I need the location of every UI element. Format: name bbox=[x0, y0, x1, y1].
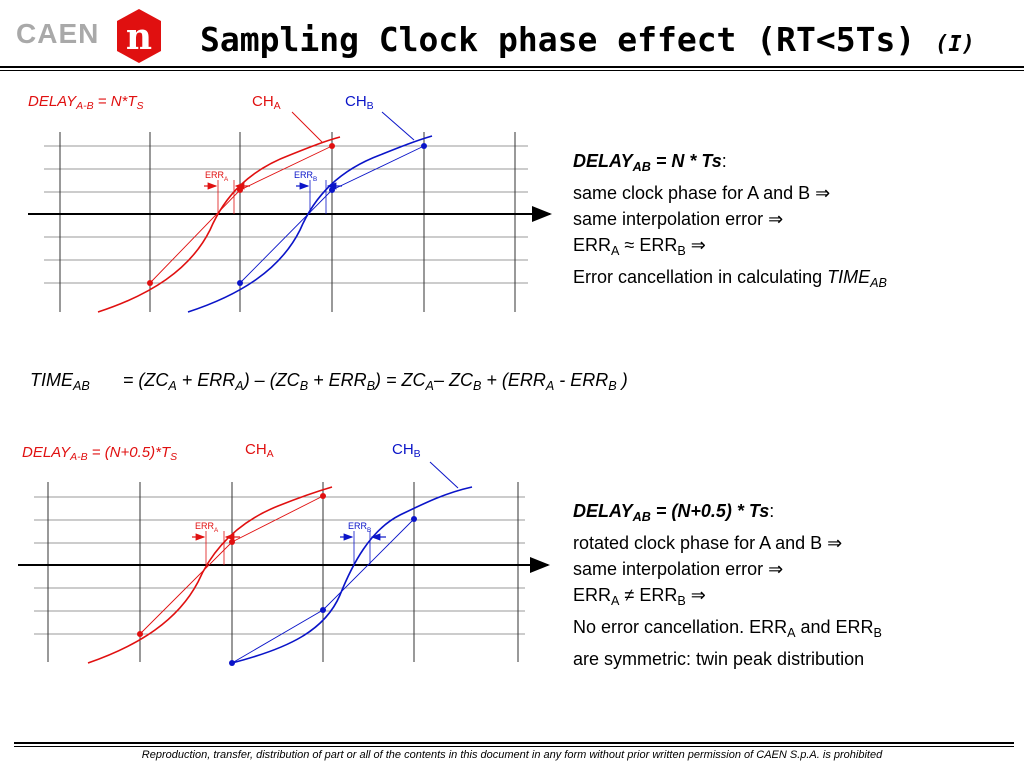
top-note-line1: DELAYAB = N * Ts: bbox=[573, 151, 727, 174]
top-ch-a-sample bbox=[147, 280, 153, 286]
bottom-note-line1: DELAYAB = (N+0.5) * Ts: bbox=[573, 501, 775, 524]
top-note-line2: same clock phase for A and B ⇒ bbox=[573, 183, 831, 203]
bottom-ch-a-sample bbox=[137, 631, 143, 637]
bottom-ch-b-sample bbox=[411, 516, 417, 522]
footer-rule bbox=[14, 742, 1014, 744]
bottom-note-line3: same interpolation error ⇒ bbox=[573, 559, 784, 579]
logo-letter: n bbox=[126, 16, 152, 58]
top-note-line5: Error cancellation in calculating TIMEAB bbox=[573, 267, 887, 290]
bottom-ch-b-pointer bbox=[429, 461, 459, 489]
bottom-ch-a-sample bbox=[320, 493, 326, 499]
bottom-ch-a-sample bbox=[229, 539, 235, 545]
top-ch-b-curve bbox=[187, 135, 433, 313]
bottom-ch-b-sample bbox=[229, 660, 235, 666]
top-sample-lines bbox=[59, 132, 516, 312]
top-ch-a-sample bbox=[329, 143, 335, 149]
bottom-delay-label: DELAYA-B = (N+0.5)*TS bbox=[22, 444, 178, 463]
top-ch-b-pointer bbox=[381, 111, 415, 141]
top-ch-a-sample bbox=[237, 187, 243, 193]
bottom-grid bbox=[34, 496, 525, 635]
page-title-suffix: (I) bbox=[935, 32, 975, 57]
footer-notice: Reproduction, transfer, distribution of … bbox=[141, 749, 883, 761]
bottom-explanation: DELAYAB = (N+0.5) * Ts: rotated clock ph… bbox=[573, 498, 882, 672]
time-ab-formula: TIMEAB = (ZCA + ERRA) – (ZCB + ERRB) = Z… bbox=[30, 370, 628, 393]
header-rule bbox=[0, 66, 1024, 68]
bottom-err-b-label: ERRB bbox=[348, 521, 372, 534]
logo-text: CAEN bbox=[16, 18, 100, 49]
logo-mark: n bbox=[117, 9, 161, 63]
bottom-note-line4: ERRA ≠ ERRB ⇒ bbox=[573, 585, 706, 608]
page-title-text: Sampling Clock phase effect (RT<5Ts) bbox=[200, 20, 916, 59]
page-title: Sampling Clock phase effect (RT<5Ts) (I) bbox=[200, 20, 975, 59]
bottom-err-a-label: ERRA bbox=[195, 521, 219, 534]
bottom-ch-a-label: CHA bbox=[245, 441, 274, 460]
header-rule-thin bbox=[0, 70, 1024, 71]
caen-logo: CAEN n bbox=[14, 8, 164, 66]
bottom-ch-b-label: CHB bbox=[392, 441, 421, 460]
top-err-b-label: ERRB bbox=[294, 170, 318, 183]
top-ch-a-label: CHA bbox=[252, 93, 281, 112]
top-note-line3: same interpolation error ⇒ bbox=[573, 209, 784, 229]
footer-rule-thin bbox=[14, 746, 1014, 747]
bottom-note-line6: are symmetric: twin peak distribution bbox=[573, 649, 865, 669]
bottom-ch-a-curve bbox=[87, 486, 333, 664]
top-err-a-label: ERRA bbox=[205, 170, 229, 183]
top-ch-a-pointer bbox=[291, 111, 323, 143]
top-explanation: DELAYAB = N * Ts: same clock phase for A… bbox=[573, 148, 887, 296]
top-ch-b-sample bbox=[237, 280, 243, 286]
bottom-note-line5: No error cancellation. ERRA and ERRB bbox=[573, 617, 882, 640]
bottom-sample-lines bbox=[47, 482, 519, 662]
top-delay-label: DELAYA-B = N*TS bbox=[28, 93, 144, 112]
top-ch-b-sample bbox=[329, 187, 335, 193]
bottom-note-line2: rotated clock phase for A and B ⇒ bbox=[573, 533, 843, 553]
top-grid bbox=[44, 145, 528, 284]
top-ch-a-curve bbox=[97, 136, 341, 313]
bottom-ch-b-curve bbox=[231, 486, 473, 664]
top-ch-b-sample bbox=[421, 143, 427, 149]
bottom-ch-b-sample bbox=[320, 607, 326, 613]
top-ch-b-label: CHB bbox=[345, 93, 374, 112]
top-note-line4: ERRA ≈ ERRB ⇒ bbox=[573, 235, 706, 258]
